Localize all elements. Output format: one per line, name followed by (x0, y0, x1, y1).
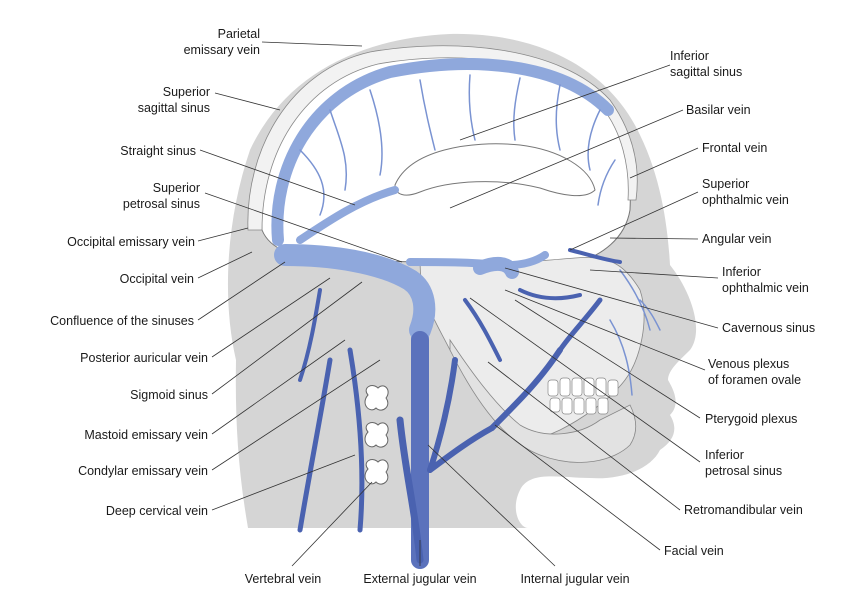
label-confluence-of-sinuses: Confluence of the sinuses (50, 314, 194, 328)
label-inferior-sagittal-sinus: Inferior sagittal sinus (670, 49, 743, 79)
label-deep-cervical-vein: Deep cervical vein (105, 504, 208, 518)
teeth (547, 377, 619, 415)
label-inferior-petrosal-sinus: Inferior petrosal sinus (705, 448, 783, 478)
label-internal-jugular-vein: Internal jugular vein (520, 572, 630, 586)
veins (297, 248, 622, 569)
label-occipital-emissary-vein: Occipital emissary vein (67, 235, 195, 249)
label-venous-plexus-foramen-ovale: Venous plexus of foramen ovale (708, 357, 802, 387)
label-superior-ophthalmic-vein: Superior ophthalmic vein (702, 177, 789, 207)
label-pterygoid-plexus: Pterygoid plexus (705, 412, 798, 426)
leader-lines (197, 41, 719, 567)
label-posterior-auricular-vein: Posterior auricular vein (80, 351, 208, 365)
corpus-callosum (394, 143, 596, 197)
label-straight-sinus: Straight sinus (120, 144, 196, 158)
skull-bone (247, 45, 638, 231)
label-external-jugular-vein: External jugular vein (363, 572, 477, 586)
label-angular-vein: Angular vein (702, 232, 772, 246)
label-parietal-emissary-vein: Parietal emissary vein (183, 27, 260, 57)
label-inferior-ophthalmic-vein: Inferior ophthalmic vein (722, 265, 809, 295)
dural-sinuses (271, 58, 614, 359)
small-veins (299, 74, 661, 396)
label-occipital-vein: Occipital vein (119, 272, 194, 286)
label-facial-vein: Facial vein (664, 544, 724, 558)
label-superior-sagittal-sinus: Superior sagittal sinus (137, 85, 210, 115)
label-retromandibular-vein: Retromandibular vein (684, 503, 803, 517)
label-mastoid-emissary-vein: Mastoid emissary vein (84, 428, 208, 442)
label-cavernous-sinus: Cavernous sinus (722, 321, 816, 335)
cervical-vertebrae (364, 385, 389, 485)
label-condylar-emissary-vein: Condylar emissary vein (78, 464, 208, 478)
label-sigmoid-sinus: Sigmoid sinus (130, 388, 208, 402)
label-basilar-vein: Basilar vein (686, 103, 751, 117)
label-vertebral-vein: Vertebral vein (244, 572, 322, 586)
label-superior-petrosal-sinus: Superior petrosal sinus (122, 181, 200, 211)
label-frontal-vein: Frontal vein (702, 141, 768, 155)
